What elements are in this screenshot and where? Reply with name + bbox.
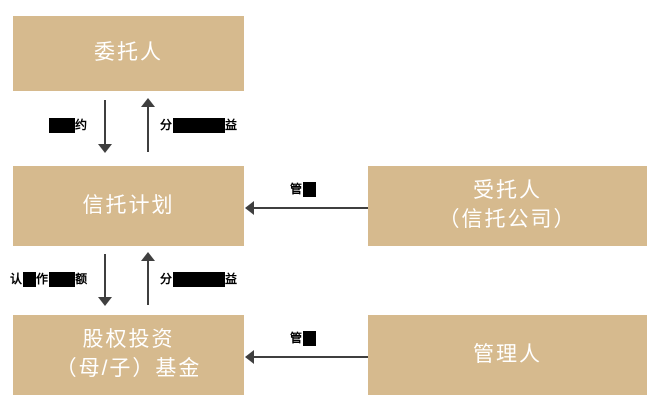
edge-label-contract-visible-1: 约 (75, 118, 89, 133)
edge-label-manage-bot: 管理 (288, 331, 319, 347)
edge-label-subscribe-visible-3: 额 (75, 272, 89, 287)
connector-trust-plan-to-pe-fund-line (104, 254, 106, 298)
connector-manager-to-pe-fund-line (253, 356, 368, 358)
edge-label-manage-top-redacted-1: 理 (303, 182, 317, 198)
edge-label-subscribe: 认缴作资份额 (8, 272, 91, 288)
edge-label-subscribe-visible-2: 作 (36, 272, 50, 287)
edge-label-distribute-bot-visible-1: 分 (160, 272, 174, 287)
connector-settlor-to-trust-plan-line (104, 100, 106, 145)
edge-label-contract: 签订约 (47, 118, 91, 134)
edge-label-manage-top-visible-1: 管 (290, 182, 304, 197)
edge-label-distribute-top-visible-1: 分 (160, 118, 174, 133)
node-pe-fund-line-1: 股权投资 (82, 328, 175, 352)
connector-manager-to-pe-fund-arrowhead (245, 350, 254, 364)
connector-trustee-to-trust-plan-arrowhead (245, 201, 254, 215)
edge-label-manage-top: 管理 (288, 182, 319, 198)
node-trustee-line-2: （信托公司） (438, 208, 577, 231)
node-settlor: 委托人 (13, 16, 244, 91)
connector-pe-fund-to-trust-plan-line (147, 259, 149, 305)
node-trustee: 受托人 （信托公司） (368, 166, 647, 246)
edge-label-subscribe-redacted-1: 缴 (23, 272, 37, 288)
connector-trustee-to-trust-plan-line (253, 207, 368, 209)
node-trust-plan: 信托计划 (13, 166, 244, 246)
edge-label-distribute-top: 分配信托利益 (158, 118, 241, 134)
edge-label-subscribe-visible-1: 认 (10, 272, 24, 287)
edge-label-contract-redacted-1: 签订 (49, 118, 76, 134)
node-trustee-line-1: 受托人 (473, 179, 542, 203)
node-manager: 管理人 (368, 315, 647, 395)
node-trust-plan-line-1: 信托计划 (82, 193, 175, 217)
edge-label-distribute-bot-redacted-1: 配投资收 (173, 272, 226, 288)
node-pe-fund-line-2: （母/子）基金 (55, 357, 202, 380)
edge-label-manage-bot-visible-1: 管 (290, 331, 304, 346)
connector-trust-plan-to-settlor-arrowhead (141, 98, 155, 107)
node-manager-line-1: 管理人 (473, 342, 542, 366)
connector-trust-plan-to-pe-fund-arrowhead (98, 297, 112, 306)
node-settlor-line-1: 委托人 (94, 41, 163, 65)
edge-label-distribute-bot-visible-2: 益 (225, 272, 239, 287)
edge-label-distribute-bot: 分配投资收益 (158, 272, 241, 288)
edge-label-subscribe-redacted-2: 资份 (49, 272, 76, 288)
connector-trust-plan-to-settlor-line (147, 105, 149, 152)
edge-label-manage-bot-redacted-1: 理 (303, 331, 317, 347)
edge-label-distribute-top-redacted-1: 配信托利 (173, 118, 226, 134)
node-pe-fund: 股权投资 （母/子）基金 (13, 315, 244, 395)
edge-label-distribute-top-visible-2: 益 (225, 118, 239, 133)
connector-settlor-to-trust-plan-arrowhead (98, 144, 112, 153)
connector-pe-fund-to-trust-plan-arrowhead (141, 252, 155, 261)
